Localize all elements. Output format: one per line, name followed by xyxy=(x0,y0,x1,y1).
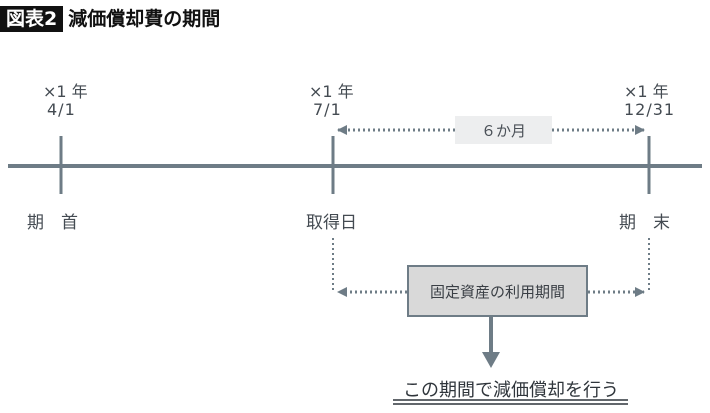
usage-period-box: 固定資産の利用期間 xyxy=(407,265,588,317)
end-year-label: ×1 年 xyxy=(624,82,669,101)
end-date-label: 12/31 xyxy=(624,100,676,119)
conclusion-text: この期間で減価償却を行う xyxy=(403,380,619,401)
start-year-label: ×1 年 xyxy=(43,82,88,101)
six-month-label: ６か月 xyxy=(455,116,552,144)
end-of-period-label: 期 末 xyxy=(619,213,670,233)
acquisition-date-label: 7/1 xyxy=(313,100,342,119)
figure-number-badge: 図表2 xyxy=(0,6,64,32)
start-of-period-label: 期 首 xyxy=(27,213,78,233)
acquisition-label: 取得日 xyxy=(306,213,357,233)
figure-header: 図表2 減価償却費の期間 xyxy=(0,6,220,32)
acquisition-year-label: ×1 年 xyxy=(309,82,354,101)
figure-title: 減価償却費の期間 xyxy=(68,8,221,30)
start-date-label: 4/1 xyxy=(47,100,76,119)
down-arrow-head xyxy=(482,352,500,368)
